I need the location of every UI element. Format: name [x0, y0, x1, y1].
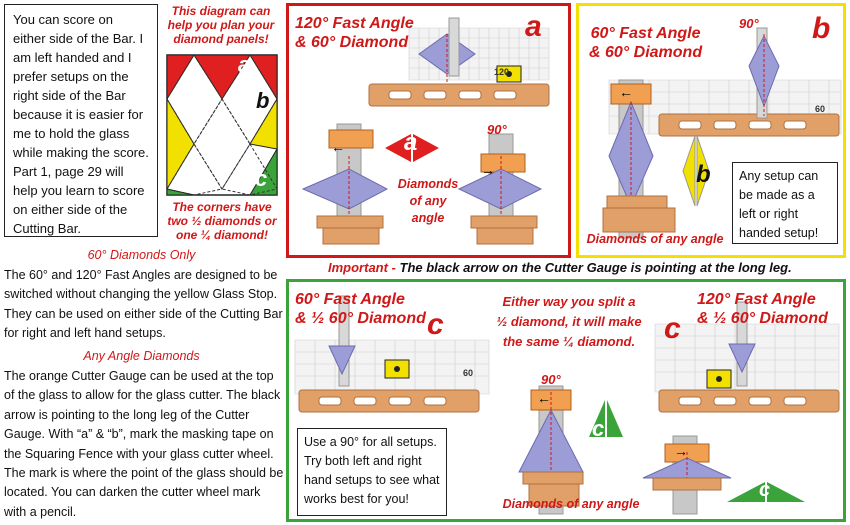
- panel-c-illustration: [294, 295, 840, 515]
- sixty-heading: 60° Diamonds Only: [87, 248, 196, 262]
- panel-a-arrow-letter: a: [404, 129, 418, 156]
- panel-c-tri-letter-2: c: [759, 479, 771, 501]
- panel-c-title-right: 120° Fast Angle & ½ 60° Diamond: [697, 291, 828, 327]
- diagram-letter-b: b: [256, 88, 270, 113]
- intro-box: You can score on either side of the Bar.…: [4, 4, 158, 237]
- panel-a-title: 120° Fast Angle & 60° Diamond: [295, 15, 414, 51]
- panel-b-caption: Diamonds of any angle: [586, 232, 724, 246]
- diamond-panel-diagram: [166, 54, 278, 196]
- panel-a-caption: Diamonds of any angle: [397, 177, 459, 225]
- important-label: Important -: [328, 260, 396, 275]
- diagram-letter-c: c: [255, 166, 268, 191]
- diagram-caption-top: This diagram can help you plan your diam…: [167, 4, 275, 46]
- panel-a-letter: a: [525, 10, 542, 43]
- panel-c-letter-left: c: [427, 308, 444, 341]
- important-line: Important - The black arrow on the Cutte…: [328, 259, 792, 277]
- panel-c-left-arrow-icon: ←: [537, 390, 551, 406]
- panel-c-center-text: Either way you split a ½ diamond, it wil…: [496, 294, 642, 349]
- panel-b-title: 60° Fast Angle & 60° Diamond: [589, 25, 703, 61]
- panel-c-title-left: 60° Fast Angle & ½ 60° Diamond: [295, 291, 426, 327]
- panel-a-angle: 90°: [487, 122, 507, 137]
- panel-a-scale-label: 120: [494, 67, 510, 77]
- panel-c-letter-right: c: [664, 312, 681, 345]
- panel-a: 120° Fast Angle & 60° Diamond a 120 ← → …: [286, 3, 571, 258]
- panel-b-angle: 90°: [739, 16, 759, 31]
- any-heading: Any Angle Diamonds: [83, 349, 200, 363]
- panel-b-scale-label: 60: [815, 104, 826, 114]
- diagram-letter-a: a: [238, 52, 251, 77]
- panel-c-tri-letter-1: c: [592, 416, 605, 441]
- panel-b-arrow-letter: b: [696, 161, 711, 188]
- panel-c-note: Use a 90° for all setups. Try both left …: [297, 428, 447, 516]
- panel-b-letter: b: [812, 12, 831, 45]
- panel-c-caption: Diamonds of any angle: [502, 497, 640, 511]
- panel-a-left-arrow-icon: ←: [331, 139, 345, 155]
- sixty-text: The 60° and 120° Fast Angles are designe…: [4, 268, 283, 341]
- panel-a-right-arrow-icon: →: [481, 162, 495, 178]
- any-text: The orange Cutter Gauge can be used at t…: [4, 369, 284, 519]
- diagram-caption-bottom: The corners have two ½ diamonds or one ¼…: [167, 200, 277, 242]
- panel-b-note: Any setup can be made as a left or right…: [732, 162, 838, 244]
- panel-c-scale-label: 60: [463, 368, 474, 378]
- panel-b: 60° Fast Angle & 60° Diamond b 90° 60 ← …: [576, 3, 846, 258]
- panel-b-illustration: [602, 27, 842, 239]
- panel-c-angle: 90°: [541, 372, 561, 387]
- panel-c-right-arrow-icon: →: [674, 443, 688, 459]
- important-text: The black arrow on the Cutter Gauge is p…: [395, 260, 792, 275]
- panel-b-left-arrow-icon: ←: [619, 84, 633, 100]
- panel-c: 60° Fast Angle & ½ 60° Diamond c Either …: [286, 279, 846, 522]
- panel-a-illustration: [301, 17, 550, 245]
